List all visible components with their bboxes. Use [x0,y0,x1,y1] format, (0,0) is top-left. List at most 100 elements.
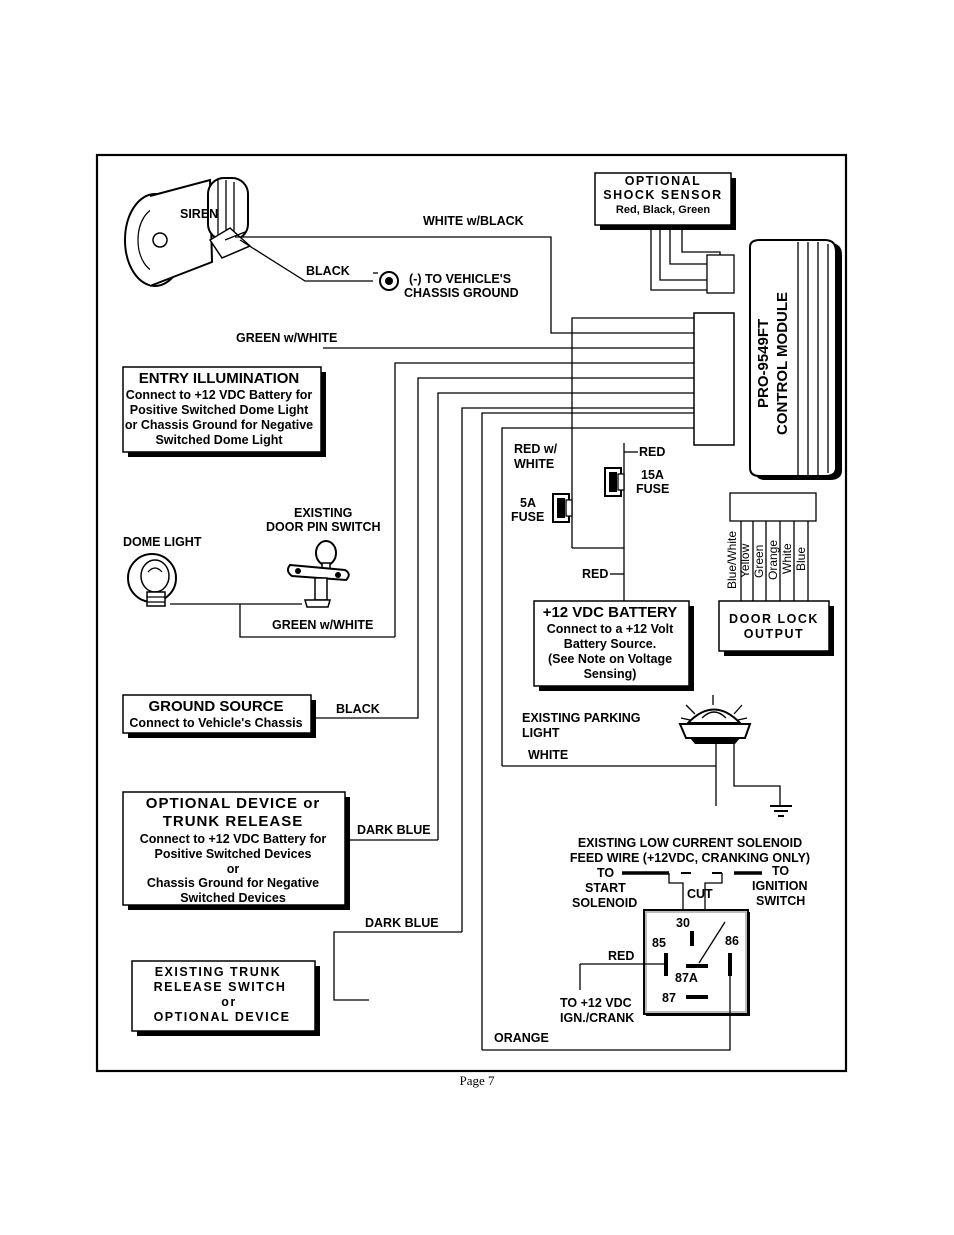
shock-sensor-title: OPTIONAL [625,174,702,188]
shock-sensor-subtitle: SHOCK SENSOR [603,188,722,202]
ground-symbol-icon [770,805,792,817]
siren-icon [124,177,252,287]
optional-device-wire [437,392,694,840]
relay-pin-87a: 87A [675,971,698,985]
dome-wire [394,362,694,637]
relay-pin-85: 85 [652,936,666,950]
door-pin-wire-label: GREEN w/WHITE [272,618,373,632]
main-connector [693,312,735,446]
battery-title: +12 VDC BATTERY [543,604,678,621]
page-number: Page 7 [459,1073,495,1088]
door-pin-switch-icon [286,540,350,608]
entry-illumination-box: ENTRY ILLUMINATION Connect to +12 VDC Ba… [122,366,326,457]
diagram-frame [95,153,848,1073]
optional-device-line: Positive Switched Devices [154,847,311,861]
entry-illumination-line: Switched Dome Light [155,433,283,447]
shock-sensor-box: OPTIONAL SHOCK SENSOR Red, Black, Green [594,172,736,230]
parking-light-label: EXISTING PARKING [522,711,641,725]
orange-wire [481,412,694,1050]
entry-illumination-wire-label: GREEN w/WHITE [236,331,337,345]
siren-wire-white-black [235,236,694,334]
parking-light-label: LIGHT [522,726,560,740]
orange-wire-label: ORANGE [494,1031,549,1045]
to-ignition-label: SWITCH [756,894,805,908]
siren-wire-white-black-label: WHITE w/BLACK [423,214,524,228]
red-white-wire-label: RED w/ [514,442,558,456]
fuse-15a-label: FUSE [636,482,669,496]
fuse-15a-icon [604,467,625,497]
relay-pin-30: 30 [676,916,690,930]
ground-note-1: (-) TO VEHICLE'S [409,272,511,286]
optional-device-line: Chassis Ground for Negative [147,876,319,890]
entry-illumination-title: ENTRY ILLUMINATION [139,370,300,387]
ground-source-wire [417,377,694,710]
to-ignition-label: IGNITION [752,879,808,893]
entry-illumination-line: Positive Switched Dome Light [130,403,309,417]
relay-pin-87: 87 [662,991,676,1005]
door-pin-label-2: DOOR PIN SWITCH [266,520,381,534]
optional-device-line: or [227,862,240,876]
cut-label: CUT [687,887,713,901]
entry-illumination-line: or Chassis Ground for Negative [125,418,313,432]
shock-sensor-colors: Red, Black, Green [616,204,710,216]
relay-ignition-label: TO +12 VDC [560,996,632,1010]
optional-device-box: OPTIONAL DEVICE or TRUNK RELEASE Connect… [122,791,350,910]
fuse-5a-label: FUSE [511,510,544,524]
optional-device-line: Switched Devices [180,891,286,905]
trunk-switch-line: or [221,995,237,1009]
trunk-switch-line: RELEASE SWITCH [154,980,287,994]
siren-wire-black [239,239,373,282]
solenoid-label: FEED WIRE (+12VDC, CRANKING ONLY) [570,851,810,865]
ground-note-2: CHASSIS GROUND [404,286,519,300]
optional-device-title-2: TRUNK RELEASE [163,813,304,830]
relay-icon [643,909,750,1016]
door-lock-title-2: OUTPUT [744,627,804,641]
battery-box: +12 VDC BATTERY Connect to a +12 Volt Ba… [533,600,694,691]
door-lock-wire-label: Orange [766,540,780,580]
entry-illumination-line: Connect to +12 VDC Battery for [126,388,313,402]
siren-label: SIREN [180,207,218,221]
red-white-wire-label: WHITE [514,457,554,471]
solenoid-label: EXISTING LOW CURRENT SOLENOID [578,836,802,850]
battery-line: Connect to a +12 Volt [547,622,674,636]
relay-pin-86: 86 [725,934,739,948]
trunk-switch-line: OPTIONAL DEVICE [154,1010,291,1024]
fuse-15a-label: 15A [641,468,664,482]
ground-source-box: GROUND SOURCE Connect to Vehicle's Chass… [122,694,316,738]
to-start-label: TO [597,866,614,880]
shock-sensor-connector [706,254,735,294]
door-lock-box: DOOR LOCK OUTPUT [718,600,834,656]
door-lock-title-1: DOOR LOCK [729,612,819,626]
module-model: PRO-9549FT [755,319,772,408]
to-ignition-label: TO [772,864,789,878]
battery-line: (See Note on Voltage [548,652,672,666]
door-lock-connector [729,492,817,522]
trunk-switch-box: EXISTING TRUNK RELEASE SWITCH or OPTIONA… [131,960,320,1036]
door-pin-label-1: EXISTING [294,506,352,520]
optional-device-line: Connect to +12 VDC Battery for [140,832,327,846]
control-module: PRO-9549FT CONTROL MODULE [749,239,842,480]
trunk-wire [461,407,694,932]
door-lock-wire-label: White [780,543,794,574]
relay-ignition-label: IGN./CRANK [560,1011,634,1025]
to-start-label: START [585,881,626,895]
fuse-5a-label: 5A [520,496,536,510]
dome-light-icon [127,553,177,607]
ring-terminal-icon [373,271,399,291]
door-lock-wire-label: Blue/White [725,531,739,589]
parking-light-wire-label: WHITE [528,748,568,762]
dome-light-label: DOME LIGHT [123,535,202,549]
battery-line: Sensing) [584,667,637,681]
optional-device-wire-label: DARK BLUE [357,823,431,837]
red-battery-wire-label: RED [582,567,608,581]
parking-light-wire [501,427,694,766]
door-lock-wire-label: Yellow [738,543,752,578]
trunk-switch-line: EXISTING TRUNK [155,965,282,979]
ground-source-wire-label: BLACK [336,702,380,716]
parking-light-icon [678,695,752,744]
module-name: CONTROL MODULE [774,292,791,435]
optional-device-title-1: OPTIONAL DEVICE or [146,795,320,812]
red-wire-label: RED [639,445,665,459]
relay-red-wire-label: RED [608,949,634,963]
